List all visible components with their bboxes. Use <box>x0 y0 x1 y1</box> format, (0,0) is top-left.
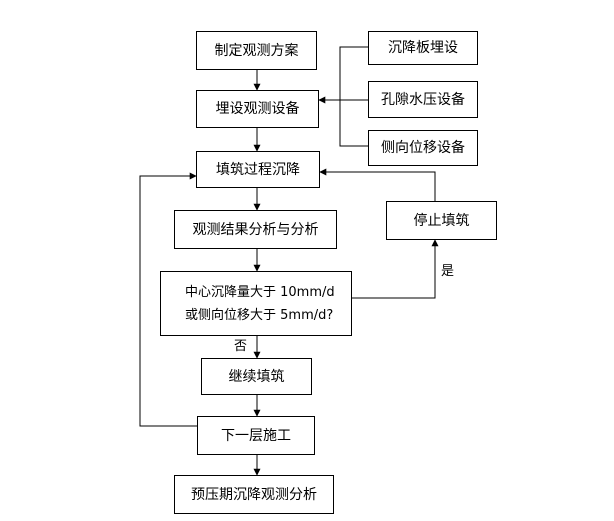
arrow-loop-back <box>139 172 197 427</box>
node-stop-fill-label: 停止填筑 <box>413 212 470 229</box>
node-continue-fill-label: 继续填筑 <box>228 368 285 385</box>
node-next-layer: 下一层施工 <box>197 416 315 455</box>
node-check-line1: 中心沉降量大于 10mm/d <box>185 284 335 300</box>
node-continue-fill: 继续填筑 <box>201 358 312 395</box>
node-check-line2: 或侧向位移大于 5mm/d? <box>185 307 334 323</box>
node-pore-pressure-label: 孔隙水压设备 <box>381 91 465 108</box>
node-check: 中心沉降量大于 10mm/d 或侧向位移大于 5mm/d? <box>160 271 352 336</box>
node-stop-fill: 停止填筑 <box>386 201 497 240</box>
node-pore-pressure: 孔隙水压设备 <box>368 81 478 118</box>
arrow-stop-to-fill <box>319 168 436 201</box>
node-preload-label: 预压期沉降观测分析 <box>191 486 317 503</box>
node-fill-settle-label: 填筑过程沉降 <box>216 161 300 178</box>
node-next-layer-label: 下一层施工 <box>221 427 291 444</box>
node-preload: 预压期沉降观测分析 <box>174 475 334 514</box>
device-bracket <box>339 46 368 147</box>
node-analysis: 观测结果分析与分析 <box>174 210 337 249</box>
node-install: 埋设观测设备 <box>196 90 319 128</box>
branch-no-label: 否 <box>234 339 248 354</box>
node-plan: 制定观测方案 <box>196 31 317 70</box>
node-fill-settle: 填筑过程沉降 <box>196 151 320 188</box>
node-lateral: 侧向位移设备 <box>368 130 478 166</box>
node-install-label: 埋设观测设备 <box>215 101 300 117</box>
node-analysis-label: 观测结果分析与分析 <box>192 221 319 238</box>
node-settle-plate: 沉降板埋设 <box>368 31 478 65</box>
node-plan-label: 制定观测方案 <box>214 42 299 59</box>
branch-yes-label: 是 <box>441 264 455 279</box>
arrow-yes-to-stop <box>352 239 439 299</box>
node-lateral-label: 侧向位移设备 <box>381 140 465 156</box>
node-settle-plate-label: 沉降板埋设 <box>388 40 458 56</box>
